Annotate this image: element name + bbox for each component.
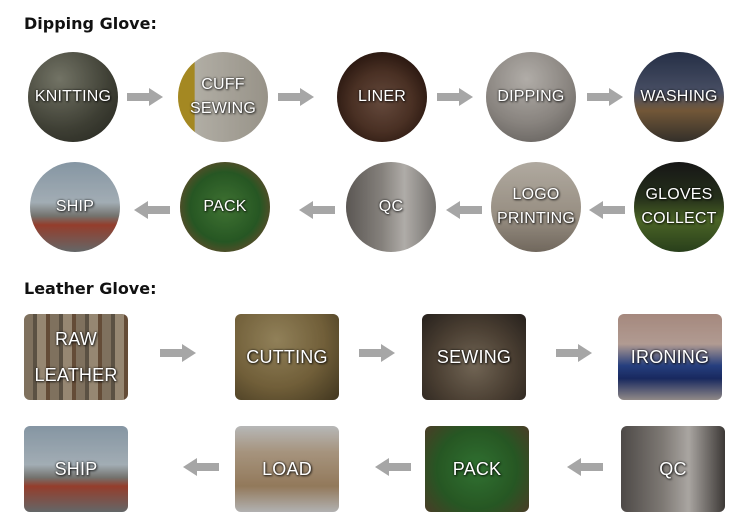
step-liner: LINER	[337, 52, 427, 142]
step-label: QC	[659, 459, 687, 479]
step-ship: SHIP	[24, 426, 128, 512]
arrow-right-icon	[127, 88, 163, 106]
step-label: KNITTING	[34, 88, 112, 105]
arrow-left-icon	[567, 458, 603, 476]
step-pack: PACK	[180, 162, 270, 252]
step-label: GLOVES COLLECT	[641, 186, 717, 227]
arrow-right-icon	[437, 88, 473, 106]
step-label: DIPPING	[497, 88, 565, 105]
step-label: SHIP	[54, 459, 98, 479]
step-qc: QC	[346, 162, 436, 252]
arrow-right-icon	[160, 344, 196, 362]
step-label: PACK	[203, 198, 247, 215]
arrow-right-icon	[556, 344, 592, 362]
arrow-left-icon	[299, 201, 335, 219]
arrow-right-icon	[587, 88, 623, 106]
leather-glove-heading: Leather Glove:	[24, 279, 157, 298]
step-label: CUFF SEWING	[189, 76, 257, 117]
step-dipping: DIPPING	[486, 52, 576, 142]
step-washing: WASHING	[634, 52, 724, 142]
arrow-right-icon	[359, 344, 395, 362]
step-gloves-collect: GLOVES COLLECT	[634, 162, 724, 252]
step-cutting: CUTTING	[235, 314, 339, 400]
step-label: QC	[378, 198, 404, 215]
step-knitting: KNITTING	[28, 52, 118, 142]
step-cuff-sewing: CUFF SEWING	[178, 52, 268, 142]
step-label: SHIP	[55, 198, 95, 215]
dipping-glove-heading: Dipping Glove:	[24, 14, 157, 33]
step-load: LOAD	[235, 426, 339, 512]
arrow-left-icon	[134, 201, 170, 219]
step-qc: QC	[621, 426, 725, 512]
step-raw-leather: RAW LEATHER	[24, 314, 128, 400]
step-label: PACK	[452, 459, 502, 479]
step-logo-printing: LOGO PRINTING	[491, 162, 581, 252]
arrow-right-icon	[278, 88, 314, 106]
step-label: CUTTING	[246, 347, 328, 367]
step-label: SEWING	[436, 347, 512, 367]
step-pack: PACK	[425, 426, 529, 512]
step-label: LOAD	[262, 459, 312, 479]
step-label: LOGO PRINTING	[496, 186, 576, 227]
arrow-left-icon	[183, 458, 219, 476]
step-label: LINER	[357, 88, 407, 105]
step-sewing: SEWING	[422, 314, 526, 400]
step-ship: SHIP	[30, 162, 120, 252]
arrow-left-icon	[589, 201, 625, 219]
step-label: RAW LEATHER	[34, 329, 118, 385]
step-label: IRONING	[630, 347, 710, 367]
arrow-left-icon	[375, 458, 411, 476]
step-label: WASHING	[640, 88, 718, 105]
step-ironing: IRONING	[618, 314, 722, 400]
arrow-left-icon	[446, 201, 482, 219]
